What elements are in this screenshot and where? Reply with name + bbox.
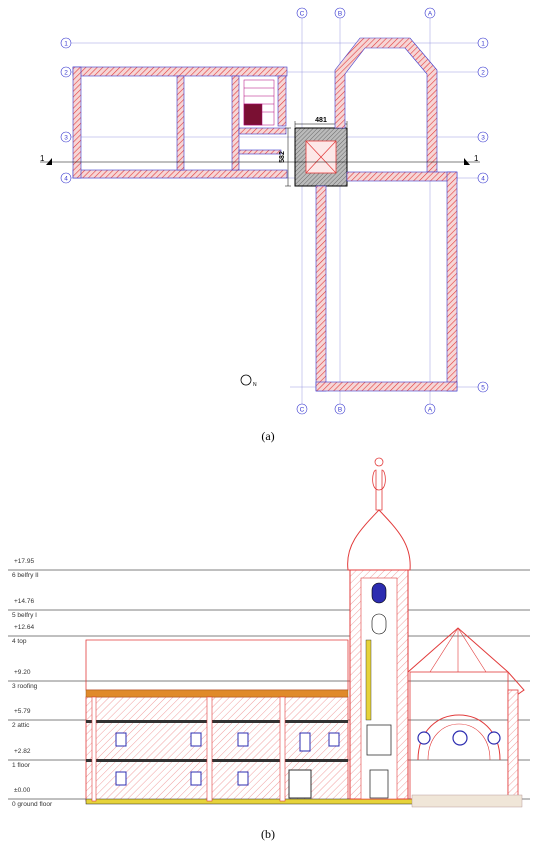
dimension-width: 481 [315, 117, 327, 124]
left-building-walls [72, 66, 288, 179]
tower-section [347, 457, 411, 800]
section-mark-right: 1 [474, 154, 479, 163]
church-nave-walls [315, 171, 458, 392]
grid-label-3-right: 3 [481, 135, 485, 142]
grid-label-5-right: 5 [481, 385, 485, 392]
grid-label-a-bottom: A [428, 407, 433, 414]
grid-label-4-left: 4 [64, 176, 68, 183]
tower-plan [294, 127, 348, 187]
section-arrow-left [46, 158, 52, 165]
north-arrow-icon [240, 374, 252, 386]
elevation-caption: (b) [261, 827, 275, 841]
level-value: +14.76 [14, 598, 34, 605]
section-elevation: +17.95 6 belfry II +14.76 5 belfry I +12.64 4… [8, 457, 530, 841]
level-value: +2.82 [14, 748, 31, 755]
level-value: +5.79 [14, 708, 31, 715]
grid-label-c-top: C [300, 11, 305, 18]
level-name: 0 ground floor [12, 801, 53, 808]
grid-label-1-right: 1 [481, 41, 485, 48]
stair-symbol [243, 79, 275, 126]
level-name: 3 roofing [12, 683, 38, 690]
grid-label-a-top: A [428, 11, 433, 18]
church-section [407, 627, 525, 808]
plan-caption: (a) [261, 429, 274, 443]
grid-label-3-left: 3 [64, 135, 68, 142]
left-building-windows [115, 732, 340, 799]
grid-label-b-top: B [338, 11, 342, 18]
north-label: N [253, 382, 257, 388]
grid-label-b-bottom: B [338, 407, 342, 414]
level-name: 6 belfry II [12, 572, 39, 579]
dimension-height: 582 [279, 151, 286, 163]
section-arrow-right [464, 158, 470, 165]
level-value: +9.20 [14, 669, 31, 676]
church-apse-walls [334, 37, 438, 173]
level-name: 1 floor [12, 762, 31, 769]
level-value: +12.64 [14, 624, 34, 631]
level-name: 4 top [12, 638, 27, 645]
level-value: +17.95 [14, 558, 34, 565]
level-name: 5 belfry I [12, 612, 37, 619]
grid-markers-left [60, 7, 489, 415]
level-name: 2 attic [12, 722, 30, 729]
section-mark-left: 1 [40, 154, 45, 163]
level-labels: +17.95 6 belfry II +14.76 5 belfry I +12.64 4… [12, 558, 53, 808]
grid-label-1-left: 1 [64, 41, 68, 48]
grid-label-2-left: 2 [64, 70, 68, 77]
grid-label-c-bottom: C [300, 407, 305, 414]
floor-plan: 1 2 3 4 1 2 3 4 5 C B A C B A [40, 7, 489, 443]
grid-label-4-right: 4 [481, 176, 485, 183]
grid-label-2-right: 2 [481, 70, 485, 77]
level-value: ±0.00 [14, 787, 31, 794]
